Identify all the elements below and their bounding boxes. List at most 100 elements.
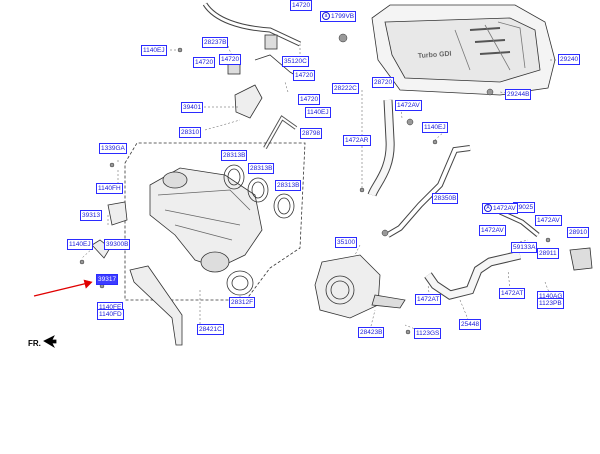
- pipe-28350: [386, 145, 471, 238]
- part-label-1140ej[interactable]: 1140EJ: [422, 122, 448, 133]
- part-number-text: 28222C: [334, 85, 357, 92]
- part-number-text: 59133A: [513, 244, 536, 251]
- part-number-text: 28310: [181, 129, 200, 136]
- part-number-text: 1472AR: [345, 137, 369, 144]
- part-number-text: 28312F: [231, 299, 254, 306]
- part-label-1472av[interactable]: 1472AV: [535, 215, 562, 226]
- part-number-text: 28313B: [277, 182, 300, 189]
- part-label-28798[interactable]: 28798: [300, 128, 323, 139]
- part-number-text: 28720: [374, 79, 393, 86]
- part-number-text: 1472AV: [493, 205, 516, 212]
- part-number-text: 29244B: [507, 91, 530, 98]
- part-label-1123pb[interactable]: 1123PB: [537, 298, 564, 309]
- part-number-text: 1140EJ: [143, 47, 165, 54]
- support-bracket: [129, 265, 183, 346]
- part-label-35100[interactable]: 35100: [335, 237, 358, 248]
- part-number-text: 28313B: [250, 165, 273, 172]
- part-number-text: 1123GS: [416, 330, 440, 337]
- part-label-28237b[interactable]: 28237B: [202, 37, 229, 48]
- part-label-1472at[interactable]: 1472AT: [415, 294, 442, 305]
- part-number-text: 1140FE: [99, 304, 122, 311]
- part-number-text: 1140EJ: [69, 241, 91, 248]
- part-label-1140fd[interactable]: 1140FD: [97, 309, 124, 320]
- part-label-29240[interactable]: 29240: [558, 54, 581, 65]
- part-label-25448[interactable]: 25448: [459, 319, 482, 330]
- part-label-28720[interactable]: 28720: [372, 77, 395, 88]
- part-number-text: 29025: [515, 204, 534, 211]
- part-label-29244b[interactable]: 29244B: [505, 89, 532, 100]
- part-number-text: 14720: [300, 96, 319, 103]
- part-number-text: 28910: [569, 229, 588, 236]
- part-label-28310[interactable]: 28310: [179, 127, 202, 138]
- part-label-14720[interactable]: 14720: [298, 94, 321, 105]
- part-number-text: 1472AT: [417, 296, 440, 303]
- red-pointer-arrow-icon: [33, 279, 93, 297]
- part-number-text: 1472AT: [501, 290, 524, 297]
- part-number-text: 29240: [560, 56, 579, 63]
- part-label-28222c[interactable]: 28222C: [332, 83, 359, 94]
- part-number-text: 1140AG: [539, 293, 563, 300]
- part-label-28312f[interactable]: 28312F: [229, 297, 256, 308]
- part-number-text: 1140EJ: [307, 109, 329, 116]
- part-label-59133a[interactable]: 59133A: [511, 242, 538, 253]
- part-number-text: 14720: [221, 56, 240, 63]
- part-number-text: 1140EJ: [424, 124, 446, 131]
- part-label-14720[interactable]: 14720: [193, 57, 216, 68]
- part-label-28421c[interactable]: 28421C: [197, 324, 224, 335]
- part-label-1140ej[interactable]: 1140EJ: [67, 239, 93, 250]
- part-label-14720[interactable]: 14720: [293, 70, 316, 81]
- part-label-28423b[interactable]: 28423B: [358, 327, 385, 338]
- part-number-text: 35100: [337, 239, 356, 246]
- throttle-body: [314, 254, 381, 319]
- front-arrow-icon: [43, 335, 57, 349]
- part-number-text: 1140FD: [99, 311, 122, 318]
- manifold-group-frame: [124, 142, 306, 301]
- part-label-28350b[interactable]: 28350B: [432, 193, 459, 204]
- part-label-28313b[interactable]: 28313B: [221, 150, 248, 161]
- part-label-28313b[interactable]: 28313B: [248, 163, 275, 174]
- part-label-14720[interactable]: 14720: [219, 54, 242, 65]
- part-number-text: 25448: [461, 321, 480, 328]
- part-label-1472av[interactable]: 1472AV: [479, 225, 506, 236]
- part-number-text: 14720: [195, 59, 214, 66]
- part-label-1140ej[interactable]: 1140EJ: [305, 107, 331, 118]
- part-number-text: 28421C: [199, 326, 222, 333]
- part-label-1140ej[interactable]: 1140EJ: [141, 45, 167, 56]
- part-label-28313b[interactable]: 28313B: [275, 180, 302, 191]
- part-label-39401[interactable]: 39401: [181, 102, 204, 113]
- circle-marker: a: [322, 12, 330, 21]
- part-label-1472at[interactable]: 1472AT: [499, 288, 526, 299]
- part-number-text: 28423B: [360, 329, 383, 336]
- part-label-1140fh[interactable]: 1140FH: [96, 183, 123, 194]
- part-number-text: 39313: [82, 212, 101, 219]
- part-label-39300b[interactable]: 39300B: [104, 239, 131, 250]
- part-label-28911[interactable]: 28911: [537, 248, 559, 259]
- part-number-text: 28798: [302, 130, 321, 137]
- part-number-text: 1799VB: [331, 13, 355, 20]
- part-number-text: 1140FH: [98, 185, 121, 192]
- part-number-text: 14720: [295, 72, 314, 79]
- part-number-text: 28237B: [204, 39, 227, 46]
- part-label-28910[interactable]: 28910: [567, 227, 590, 238]
- part-number-text: 28313B: [223, 152, 246, 159]
- part-label-1472ar[interactable]: 1472AR: [343, 135, 371, 146]
- part-label-1123gs[interactable]: 1123GS: [414, 328, 442, 339]
- part-label-1339ga[interactable]: 1339GA: [99, 143, 127, 154]
- circle-marker: A: [484, 204, 492, 213]
- part-label-1472av[interactable]: 1472AV: [395, 100, 422, 111]
- part-label-39317[interactable]: 39317: [96, 274, 119, 285]
- front-marker: FR.: [28, 339, 41, 348]
- part-label-39313[interactable]: 39313: [80, 210, 103, 221]
- part-number-text: 35120C: [284, 58, 307, 65]
- part-number-text: 28911: [539, 250, 557, 257]
- part-number-text: 1123PB: [539, 300, 562, 307]
- part-label-14720[interactable]: 14720: [290, 0, 313, 11]
- part-number-text: 28350B: [434, 195, 457, 202]
- part-number-text: 1472AV: [397, 102, 420, 109]
- cover-logo: Turbo GDI: [418, 51, 452, 60]
- part-label-35120c[interactable]: 35120C: [282, 56, 309, 67]
